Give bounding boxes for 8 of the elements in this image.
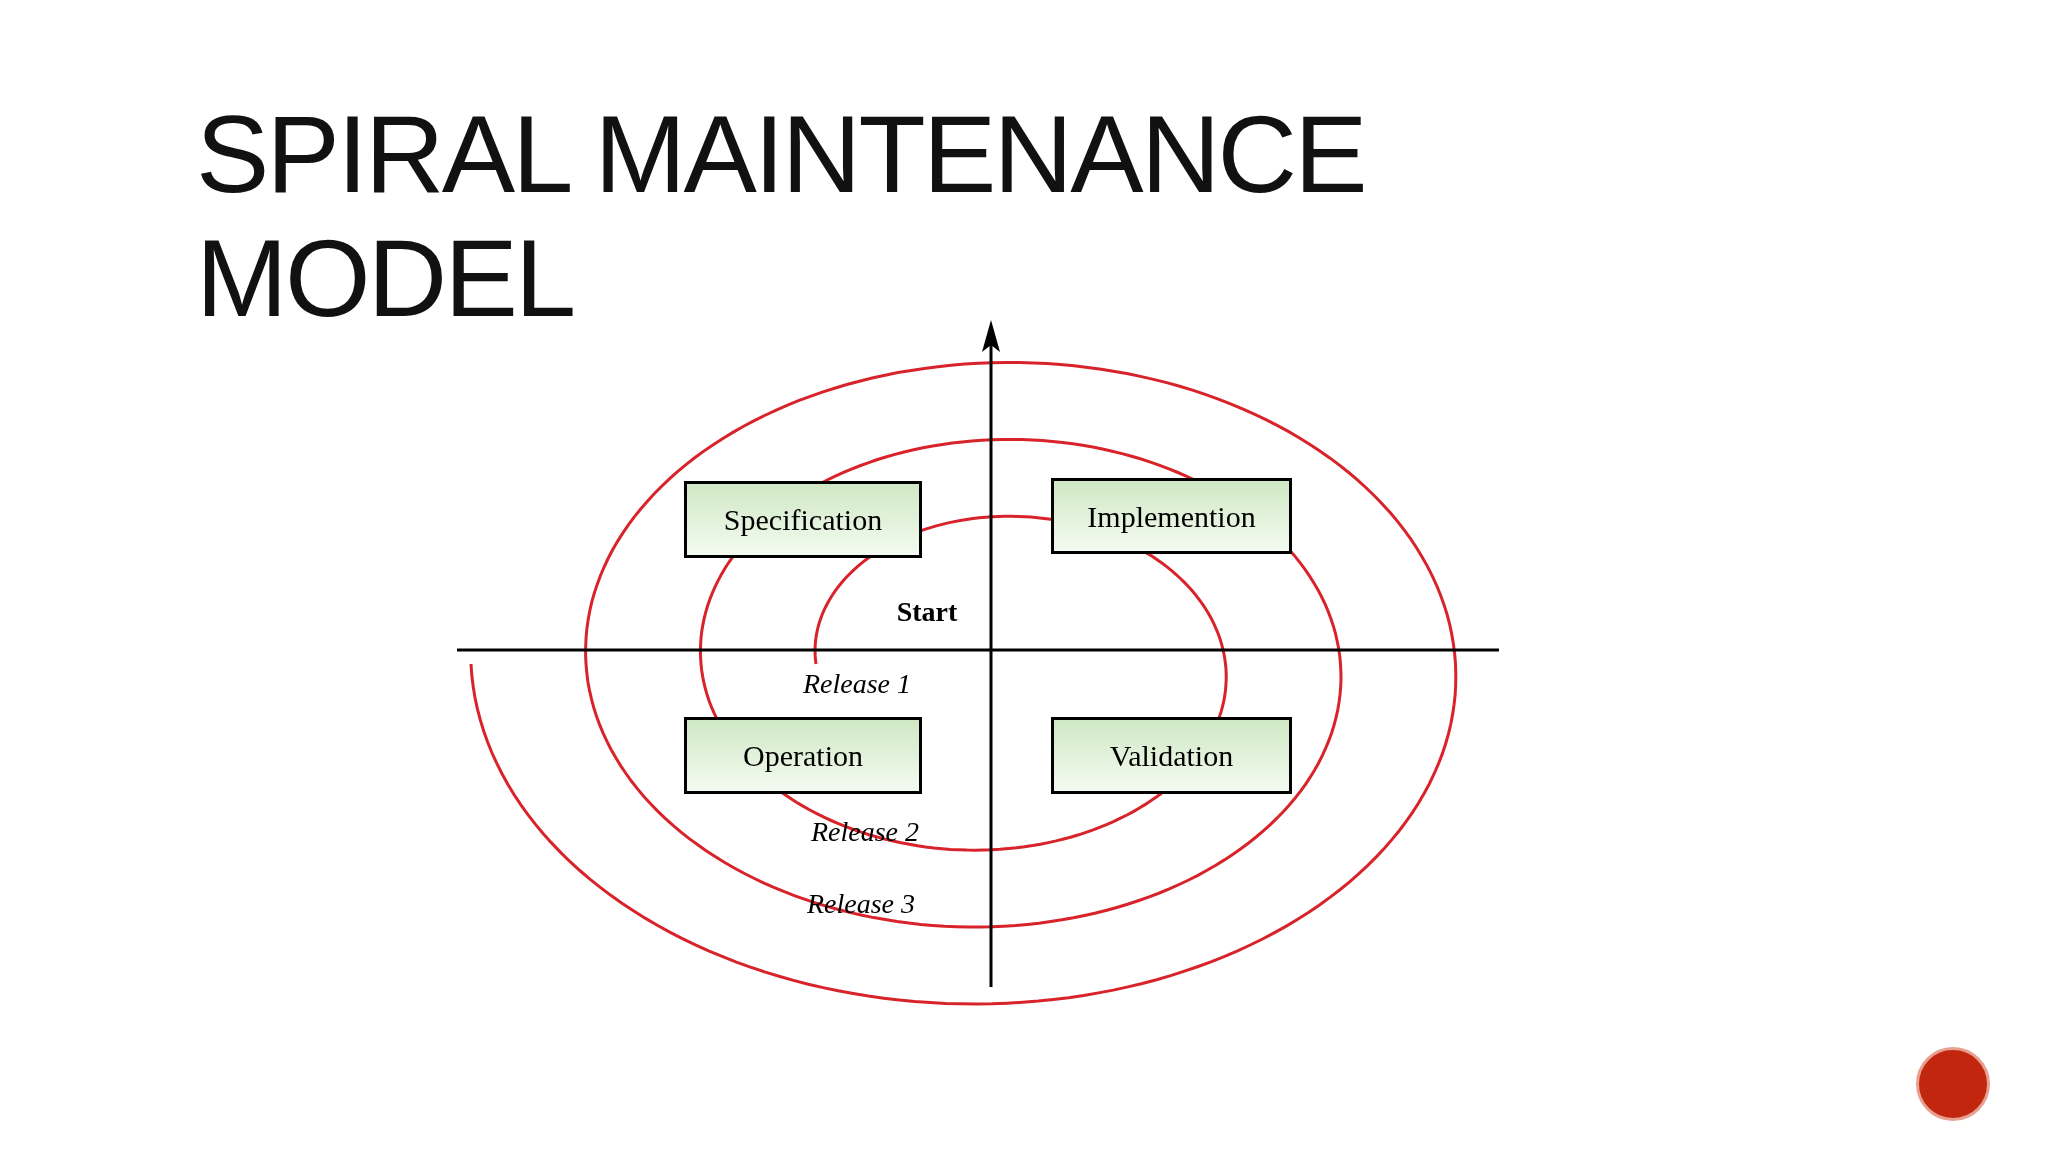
release-label: Release 3 [806,887,916,921]
stage-box: Validation [1051,717,1292,794]
stage-box: Specification [684,481,922,558]
stage-box: Operation [684,717,922,794]
slide-title: SPIRAL MAINTENANCE MODEL [196,92,1366,340]
start-label: Start [896,595,958,629]
release-label: Release 1 [802,667,912,701]
stage-box: Implemention [1051,478,1292,554]
